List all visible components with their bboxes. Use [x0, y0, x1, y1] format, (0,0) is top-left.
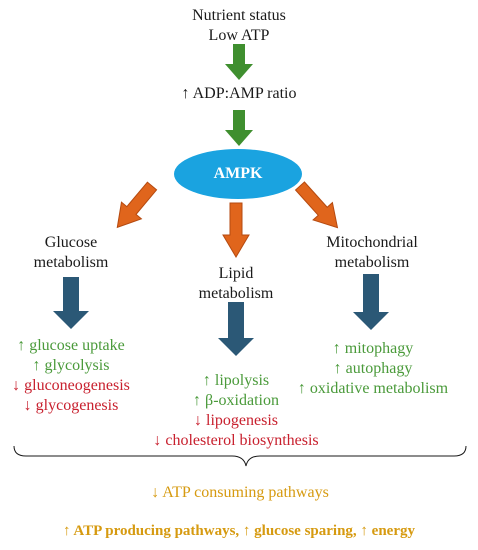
lipid-effect-4: ↓ cholesterol biosynthesis — [153, 432, 319, 449]
mito-effect-1: ↑ mitophagy — [332, 340, 414, 357]
nutrient-status-label: Nutrient status Low ATP — [139, 6, 339, 46]
nutrient-status-line: Nutrient status — [192, 7, 286, 24]
orange-arrow-left — [116, 181, 158, 229]
glucose-title-line2: metabolism — [33, 254, 109, 271]
glucose-effect-1: ↑ glucose uptake — [17, 337, 125, 354]
summary-line-1: ↓ ATP consuming pathways — [151, 484, 329, 501]
blue-arrow-left — [53, 277, 89, 329]
lipid-effect-2: ↑ β-oxidation — [193, 392, 279, 409]
green-arrow-2 — [225, 110, 253, 146]
glucose-effect-4: ↓ glycogenesis — [23, 397, 119, 414]
summary-brace — [13, 445, 467, 467]
glucose-effects: ↑ glucose uptake ↑ glycolysis ↓ gluconeo… — [0, 336, 146, 416]
green-arrow-1 — [225, 44, 253, 80]
ampk-node — [174, 149, 302, 199]
ampk-label: AMPK — [213, 165, 263, 182]
blue-arrow-right — [353, 274, 389, 330]
glucose-effect-2: ↑ glycolysis — [32, 357, 110, 374]
mito-title-line1: Mitochondrial — [326, 234, 418, 251]
mito-effects: ↑ mitophagy ↑ autophagy ↑ oxidative meta… — [278, 339, 468, 399]
mito-title-line2: metabolism — [334, 254, 410, 271]
glucose-metabolism-title: Glucose metabolism — [16, 233, 126, 273]
mito-metabolism-title: Mitochondrial metabolism — [310, 233, 434, 273]
orange-arrow-center — [222, 202, 250, 258]
ratio-label: ↑ ADP:AMP ratio — [181, 85, 297, 102]
lipid-effects: ↑ lipolysis ↑ β-oxidation ↓ lipogenesis … — [136, 371, 336, 451]
summary-line-2: ↑ ATP producing pathways, ↑ glucose spar… — [63, 523, 415, 539]
low-atp-line: Low ATP — [208, 27, 270, 44]
lipid-metabolism-title: Lipid metabolism — [186, 264, 286, 304]
lipid-effect-1: ↑ lipolysis — [202, 372, 270, 389]
orange-arrow-right — [294, 181, 339, 229]
mito-effect-2: ↑ autophagy — [333, 360, 413, 377]
blue-arrow-center — [218, 302, 254, 356]
glucose-effect-3: ↓ gluconeogenesis — [12, 377, 130, 394]
lipid-title-line1: Lipid — [218, 265, 254, 282]
mito-effect-3: ↑ oxidative metabolism — [297, 380, 449, 397]
glucose-title-line1: Glucose — [44, 234, 98, 251]
lipid-title-line2: metabolism — [198, 285, 274, 302]
lipid-effect-3: ↓ lipogenesis — [194, 412, 278, 429]
